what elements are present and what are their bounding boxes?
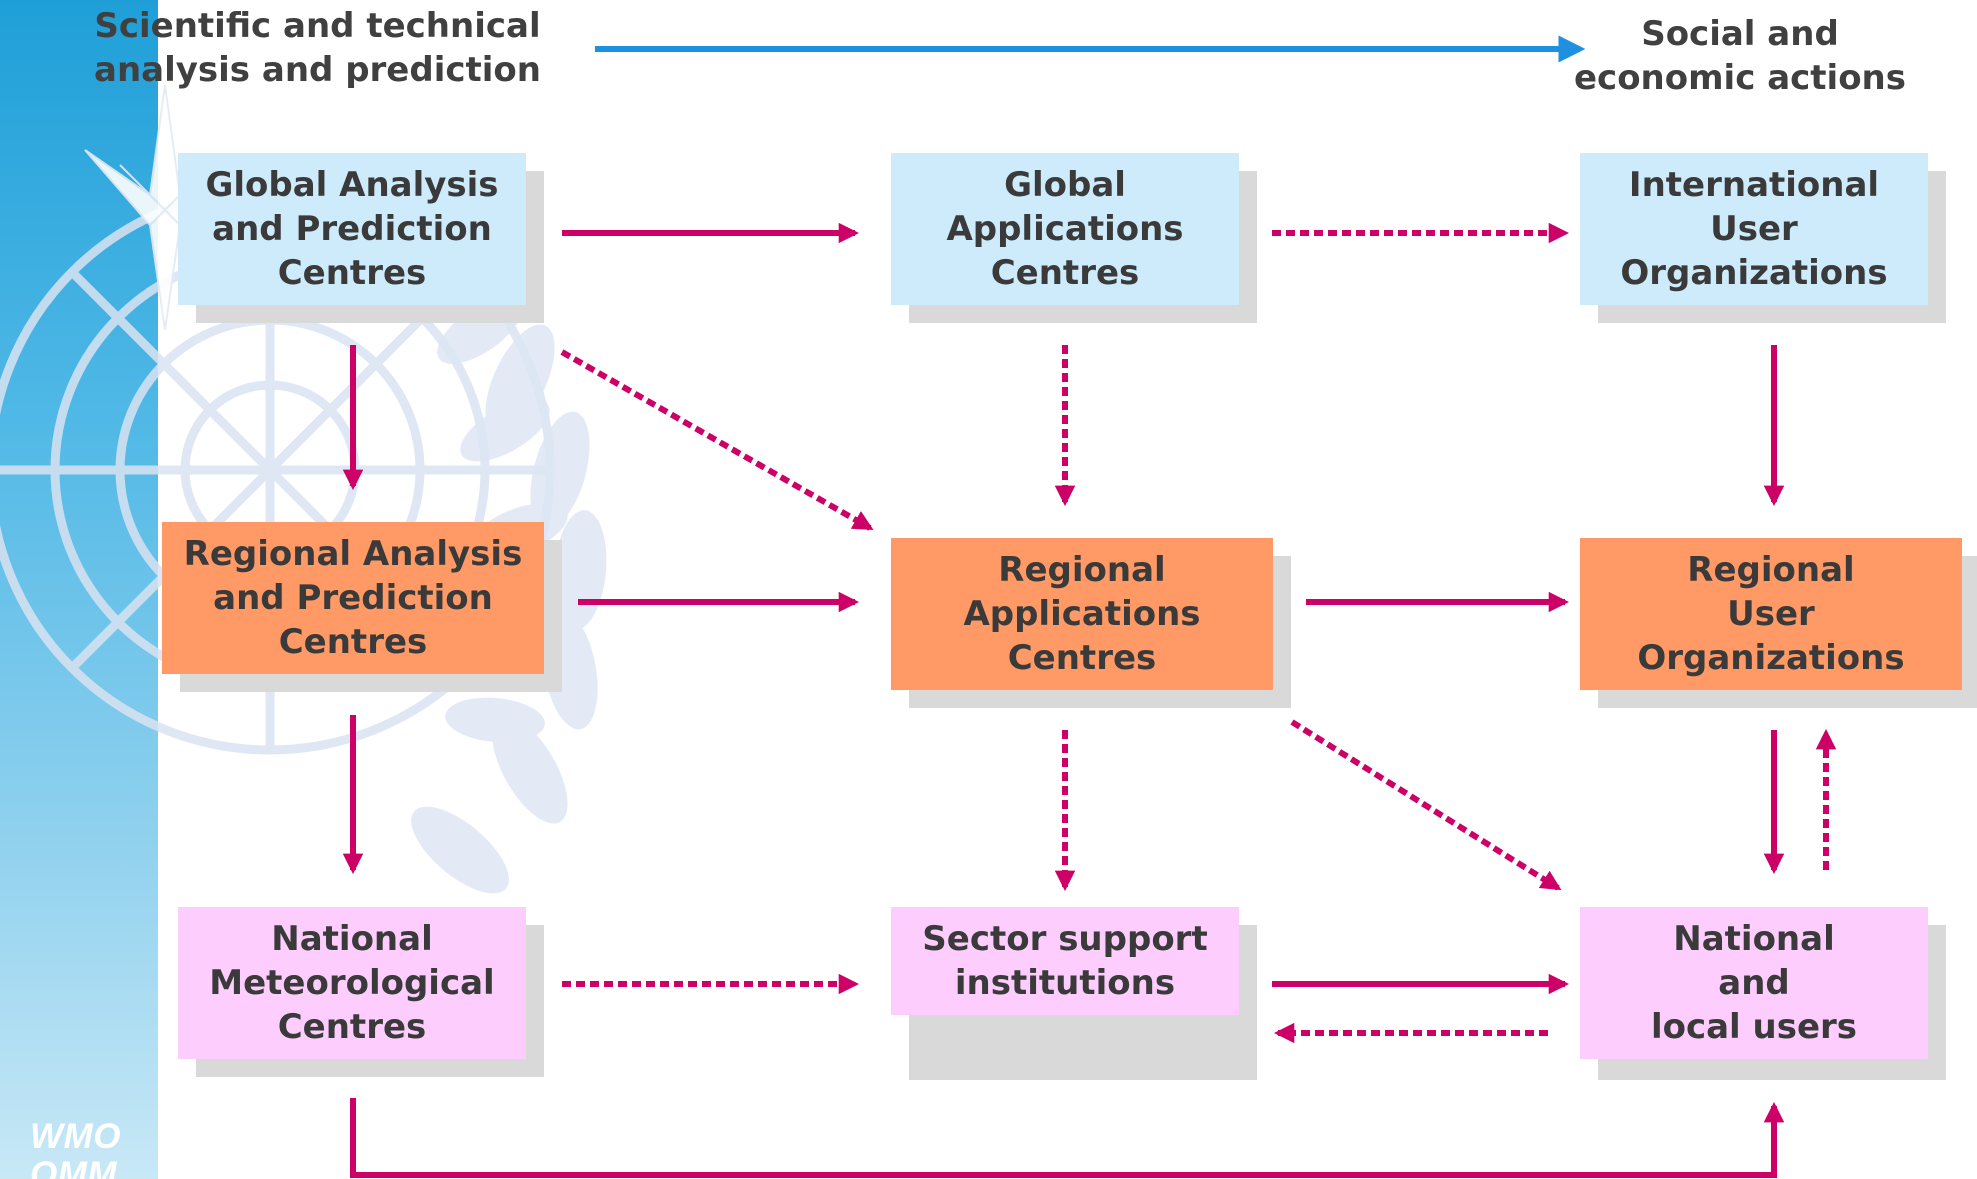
label-line: Organizations <box>1620 253 1888 293</box>
label-line: Regional <box>1687 550 1855 590</box>
wmo-logo: WMO OMM <box>30 1118 121 1179</box>
header-right: Social and economic actions <box>1560 12 1920 100</box>
arrow-national-met-to-national-local <box>350 1098 1785 1178</box>
label-line: Sector support <box>922 919 1208 959</box>
label-line: Centres <box>990 253 1140 293</box>
logo-line-2: OMM <box>30 1155 118 1179</box>
label-line: National <box>271 919 433 959</box>
label-line: International <box>1628 165 1880 205</box>
header-right-line-1: Social and <box>1641 14 1839 54</box>
label-line: Meteorological <box>209 963 495 1003</box>
label-line: Centres <box>277 1007 427 1047</box>
label-line: User <box>1727 594 1815 634</box>
label-line: Regional <box>998 550 1166 590</box>
label-line: institutions <box>954 963 1176 1003</box>
label-line: Organizations <box>1637 638 1905 678</box>
label-line: National <box>1673 919 1835 959</box>
header-left-line-2: analysis and prediction <box>94 50 541 90</box>
label-line: Centres <box>278 622 428 662</box>
header-left-line-1: Scientific and technical <box>94 6 541 46</box>
label-line: Applications <box>963 594 1201 634</box>
label-line: local users <box>1650 1007 1858 1047</box>
label-line: Regional Analysis <box>183 534 523 574</box>
label-line: Global Analysis <box>205 165 499 205</box>
header-left: Scientific and technical analysis and pr… <box>80 4 555 92</box>
label-line: and Prediction <box>213 578 493 618</box>
label-line: and Prediction <box>212 209 492 249</box>
arrow-global-analysis-to-regional-applications <box>560 349 874 531</box>
header-right-line-2: economic actions <box>1573 58 1906 98</box>
label-line: Centres <box>1007 638 1157 678</box>
label-line: User <box>1710 209 1798 249</box>
label-line: Global <box>1004 165 1126 205</box>
label-line: Centres <box>277 253 427 293</box>
label-line: and <box>1718 963 1790 1003</box>
arrow-regional-applications-to-national-local <box>1290 719 1562 891</box>
logo-line-1: WMO <box>30 1117 121 1156</box>
label-line: Applications <box>946 209 1184 249</box>
